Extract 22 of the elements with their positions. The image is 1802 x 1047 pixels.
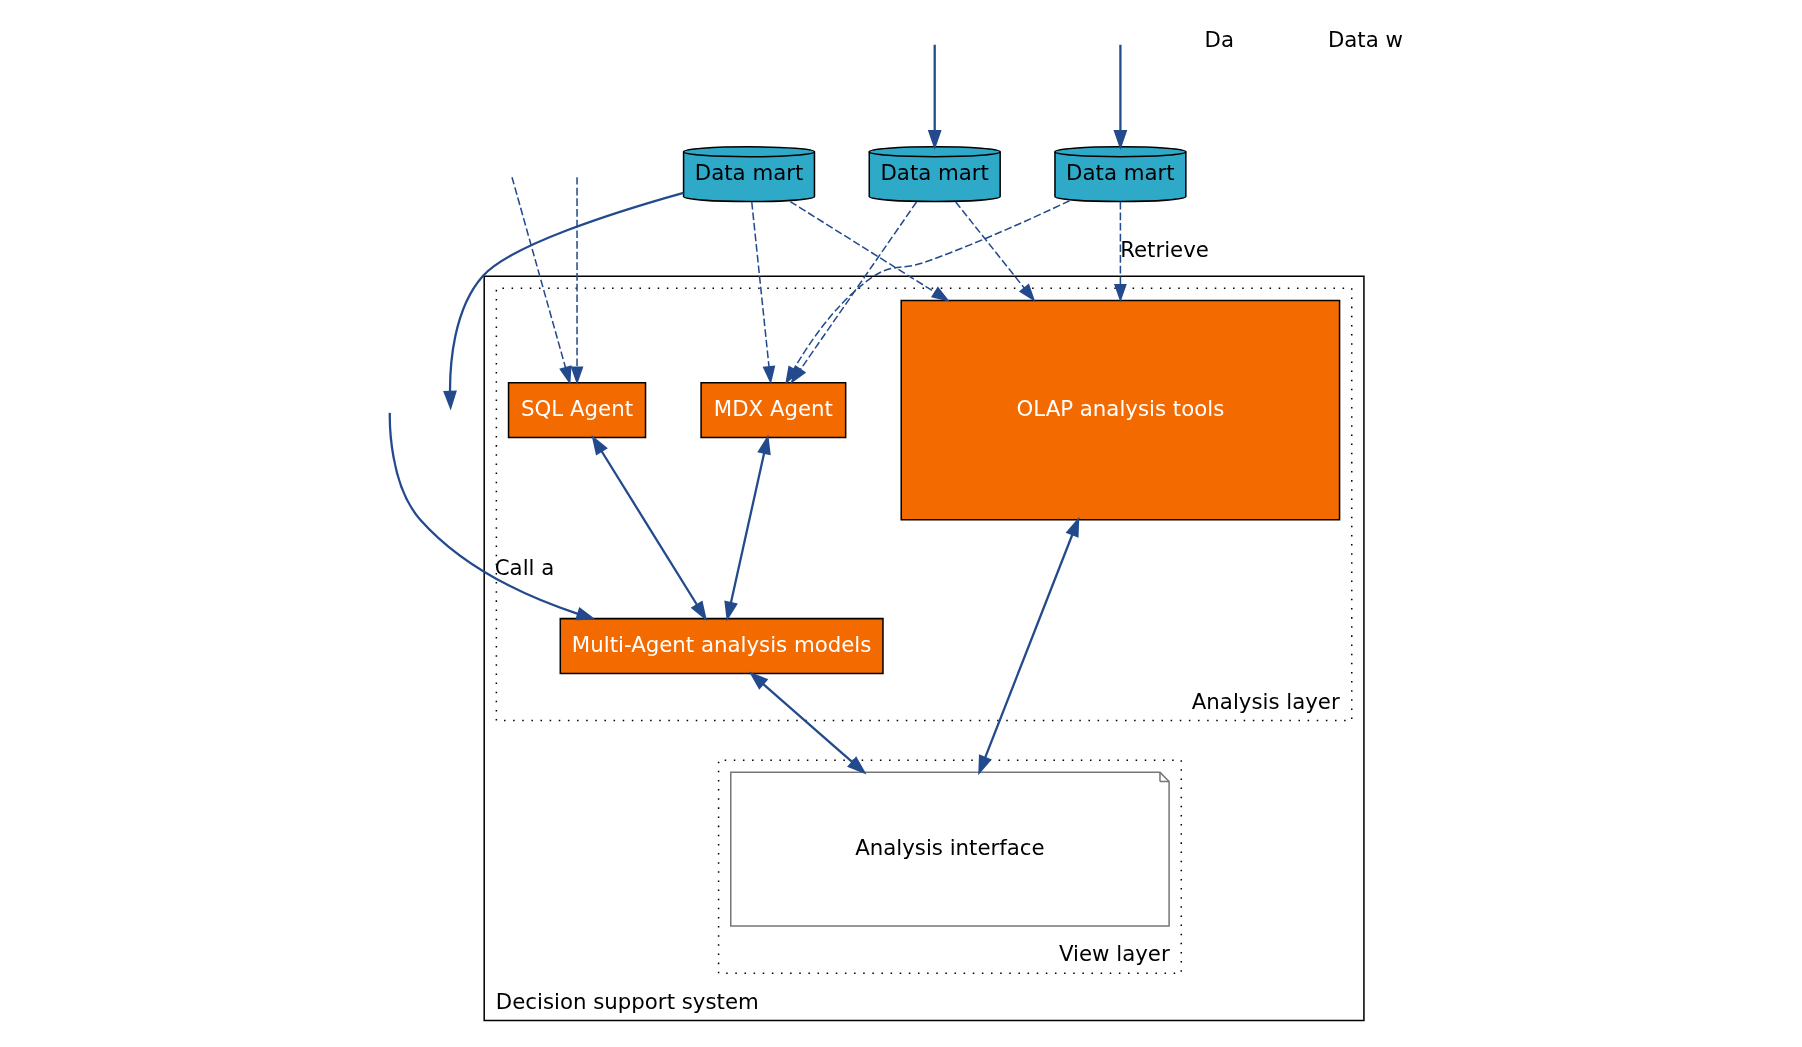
arrow [954, 201, 1036, 302]
arrow [748, 671, 867, 775]
edge-label: Retrieve [1120, 236, 1209, 262]
arrow [511, 176, 572, 385]
arrow [927, 44, 942, 150]
arrow [789, 200, 950, 302]
label: Da [1204, 27, 1235, 53]
arrow [1113, 44, 1128, 150]
label: Data w [1327, 27, 1403, 53]
arrow [751, 201, 776, 385]
arrow [443, 191, 684, 411]
edge-label: Call a [494, 554, 555, 580]
arrow [1114, 201, 1127, 303]
arrow [978, 516, 1080, 776]
node-box: Multi-Agent analysis models [559, 617, 884, 675]
node-box: SQL Agent [507, 381, 647, 439]
arrow [388, 412, 597, 621]
node-box: MDX Agent [700, 381, 847, 439]
arrow [724, 434, 771, 622]
arrow [591, 434, 707, 621]
node-box: OLAP analysis tools [900, 299, 1341, 521]
arrow [570, 176, 584, 385]
